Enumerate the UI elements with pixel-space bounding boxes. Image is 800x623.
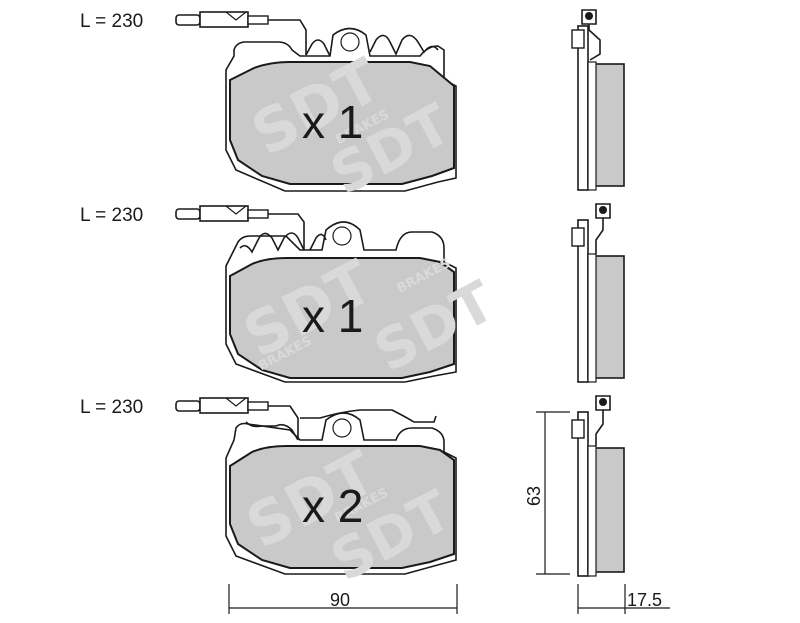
- pad-1: L = 230 SDT BRAKES SDT x 1: [80, 11, 462, 208]
- pad-3-mount-hole: [332, 418, 352, 438]
- dimension-width: 90: [228, 584, 458, 614]
- pad-1-friction-material: [229, 61, 455, 185]
- pad-3-sensor-wire: [245, 409, 437, 441]
- side-view-1: [571, 9, 625, 191]
- pad-3-friction-material: [229, 445, 455, 569]
- thickness-value: 17.5: [627, 590, 662, 610]
- pad-1-quantity: x 1: [302, 96, 363, 148]
- pad-2-sensor-wire: [239, 232, 327, 254]
- pad-2-sensor-length: L = 230: [80, 205, 143, 226]
- pad-2-mount-hole: [332, 226, 352, 246]
- side-view-3: [571, 395, 625, 577]
- pad-3-sensor-connector: [175, 397, 299, 440]
- pad-1-sensor-wire: [305, 34, 439, 57]
- pad-2-friction-material: [229, 257, 455, 379]
- pad-3-sensor-length: L = 230: [80, 397, 143, 418]
- height-value: 63: [524, 486, 544, 506]
- pad-1-sensor-connector: [175, 11, 307, 55]
- pad-2: L = 230 SDT BRAKES SDT BRAKES x 1: [80, 205, 505, 385]
- pad-1-sensor-length: L = 230: [80, 11, 143, 32]
- pad-2-sensor-connector: [175, 205, 305, 250]
- dimension-thickness: 17.5: [577, 584, 670, 614]
- dimension-height: 63: [524, 411, 570, 575]
- pad-3-quantity: x 2: [302, 480, 363, 532]
- width-value: 90: [330, 590, 350, 610]
- side-view-2: [571, 203, 625, 383]
- pad-3: L = 230 SDT BRAKES SDT x 2: [80, 397, 462, 595]
- pad-1-mount-hole: [340, 32, 360, 52]
- pad-2-quantity: x 1: [302, 290, 363, 342]
